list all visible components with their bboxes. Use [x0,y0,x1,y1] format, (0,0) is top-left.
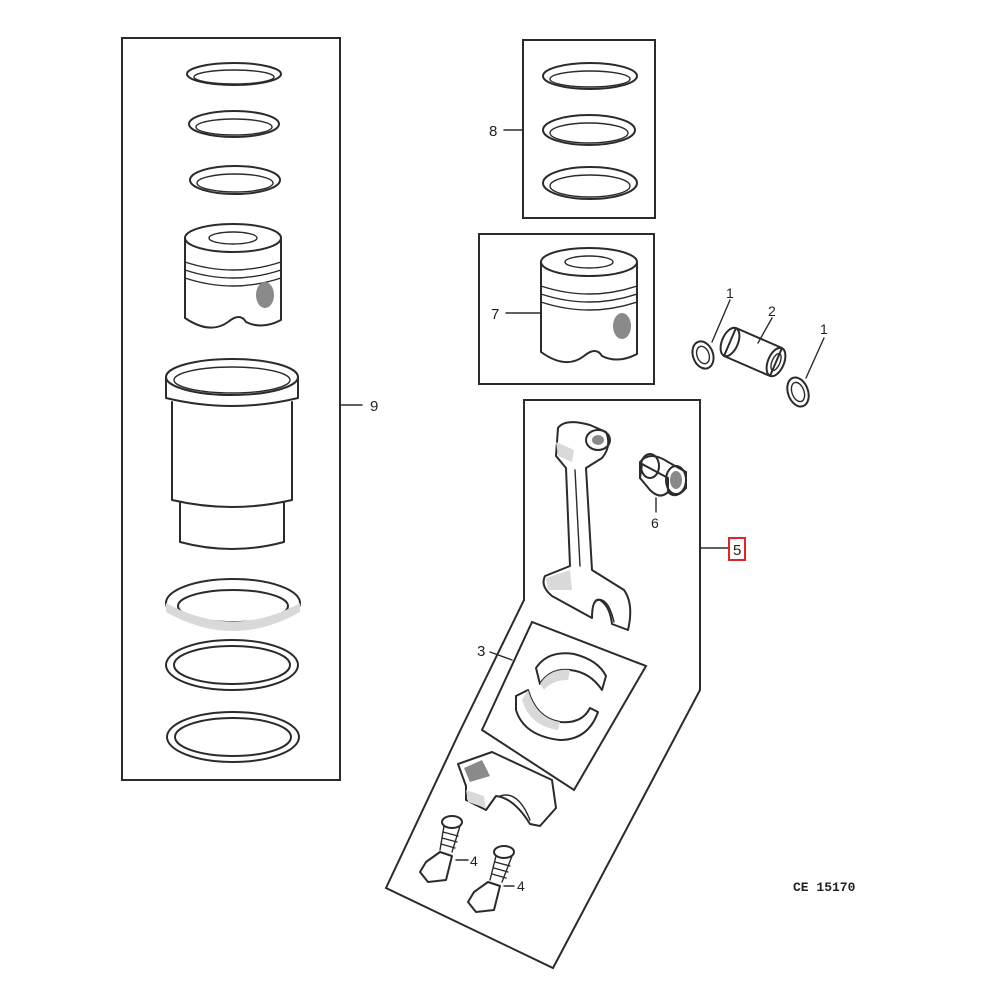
connecting-rod-kit-frame [384,399,701,970]
cap-screw-b [467,845,515,913]
figure-reference-code: CE 15170 [793,880,856,895]
connecting-rod-cap [457,751,557,827]
piston-rings-frame [522,39,656,219]
pin-retainer-right [786,376,810,408]
kit-ring-1 [186,62,282,86]
piston-liner-kit-group: 9 [121,37,378,781]
callout-5-highlight [728,537,746,561]
piston-pin-assembly: 1 2 1 [691,285,828,408]
cap-screw-a [419,815,463,883]
kit-piston [184,223,282,329]
connecting-rod [542,421,632,631]
kit-ring-2 [188,110,280,138]
cylinder-liner [165,358,299,550]
pin-bushing [639,453,687,497]
bearing-frame [480,620,648,792]
ring-bottom [542,166,638,200]
piston-pin [719,326,787,378]
piston-rings-group: 8 [489,39,656,219]
callout-4-a: 4 [470,853,478,869]
piston-frame [478,233,655,385]
callout-4-b: 4 [517,878,525,894]
callout-2: 2 [768,303,776,319]
liner-seal-flat [165,578,301,631]
kit-ring-3 [189,165,281,195]
pin-retainer-left [691,340,715,370]
piston-group: 7 [478,233,655,385]
ring-top [542,62,638,90]
callout-3: 3 [477,643,485,660]
callout-6: 6 [651,515,659,531]
liner-seal-oring-1 [165,639,299,691]
piston-liner-kit-frame [121,37,341,781]
ring-middle [542,114,636,146]
rod-bearing-lower [515,689,599,741]
rod-bearing-upper [535,652,607,691]
callout-8: 8 [489,123,497,140]
connecting-rod-kit-group: 6 3 4 [384,399,746,970]
piston [540,247,638,363]
liner-seal-oring-2 [166,711,300,763]
callout-9: 9 [370,398,378,415]
callout-1-left: 1 [726,285,734,301]
callout-5: 5 [733,542,741,559]
callout-7: 7 [491,306,499,323]
callout-1-right: 1 [820,321,828,337]
